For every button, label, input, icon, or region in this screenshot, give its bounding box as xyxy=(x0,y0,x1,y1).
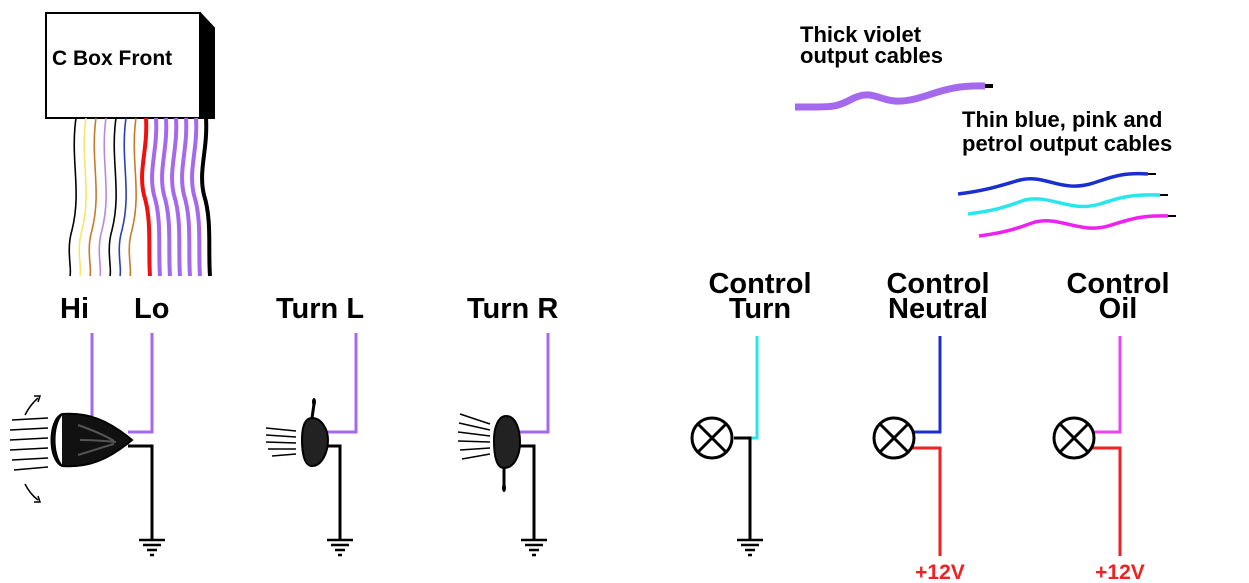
turn-right-circuit xyxy=(457,333,550,557)
label-oil-supply: +12V xyxy=(1095,561,1145,583)
legend-thick-violet: Thick violet output cables xyxy=(794,22,993,111)
c-box-thin-wire xyxy=(108,117,117,277)
legend-thick-line2: output cables xyxy=(800,43,943,68)
turn-left-lamp-icon xyxy=(265,398,330,468)
legend-thin-cable-blue xyxy=(957,171,1149,196)
c-box-thick-wire xyxy=(150,117,162,277)
control-turn-ground-wire xyxy=(734,436,752,540)
turn-left-ground-wire xyxy=(326,444,342,540)
circuit-labels: Hi Lo Turn L Turn R Control Turn Control… xyxy=(60,268,1170,583)
label-control-neutral-1: Control xyxy=(886,268,989,300)
c-box: C Box Front xyxy=(45,12,215,119)
legend-thick-line1: Thick violet xyxy=(800,22,922,47)
headlight-icon xyxy=(9,395,134,503)
turn-right-lamp-icon xyxy=(457,413,522,492)
control-neutral-lamp-icon xyxy=(872,416,916,460)
turn-left-ground-icon xyxy=(325,538,355,557)
headlight-lo-wire xyxy=(128,333,154,434)
turn-left-circuit xyxy=(265,333,358,557)
label-control-neutral-2: Neutral xyxy=(888,293,988,325)
headlight-circuit xyxy=(9,333,167,557)
control-turn-circuit xyxy=(690,336,765,557)
c-box-thin-wire xyxy=(88,117,97,277)
c-box-thin-wire xyxy=(78,117,87,277)
c-box-thick-wire xyxy=(190,117,202,277)
legend-thin-cable-cyan xyxy=(967,193,1161,216)
control-neutral-supply-wire xyxy=(912,446,942,556)
headlight-ground-wire xyxy=(128,444,154,540)
legend-thin-cables: Thin blue, pink and petrol output cables xyxy=(957,107,1176,238)
turn-right-ground-wire xyxy=(518,444,536,540)
c-box-thin-wire xyxy=(118,117,127,277)
c-box-thick-wire xyxy=(160,117,172,277)
control-oil-supply-wire xyxy=(1092,446,1122,556)
c-box-thin-wire xyxy=(128,117,137,277)
c-box-thick-wire xyxy=(180,117,192,277)
c-box-thin-wire xyxy=(98,117,107,277)
control-turn-lamp-icon xyxy=(690,416,734,460)
c-box-thick-wire xyxy=(140,117,152,277)
turn-left-signal-wire xyxy=(326,333,358,434)
legend-thick-cable xyxy=(794,82,986,111)
label-control-turn-2: Turn xyxy=(729,293,791,325)
legend-thin-line1: Thin blue, pink and xyxy=(962,107,1162,132)
label-control-oil-2: Oil xyxy=(1099,293,1138,325)
control-turn-signal-wire xyxy=(734,336,759,440)
headlight-ground-icon xyxy=(137,538,167,557)
label-turn-r: Turn R xyxy=(467,293,558,325)
c-box-label: C Box Front xyxy=(52,47,172,70)
label-control-turn-1: Control xyxy=(708,268,811,300)
legend-thin-line2: petrol output cables xyxy=(962,131,1172,156)
c-box-thin-wire xyxy=(68,117,77,277)
label-neutral-supply: +12V xyxy=(915,561,965,583)
legend-thin-cable-pink xyxy=(978,214,1169,238)
control-oil-lamp-icon xyxy=(1052,416,1096,460)
label-lo: Lo xyxy=(134,293,169,325)
label-hi: Hi xyxy=(60,293,89,325)
control-neutral-signal-wire xyxy=(912,336,942,434)
control-turn-ground-icon xyxy=(735,538,765,557)
c-box-thick-wire xyxy=(200,117,212,277)
c-box-thick-wire xyxy=(170,117,182,277)
control-oil-circuit xyxy=(1052,336,1122,556)
control-oil-signal-wire xyxy=(1092,336,1122,434)
c-box-wire-bundle xyxy=(68,117,212,277)
label-turn-l: Turn L xyxy=(276,293,364,325)
turn-right-signal-wire xyxy=(518,333,550,434)
turn-right-ground-icon xyxy=(519,538,549,557)
label-control-oil-1: Control xyxy=(1066,268,1169,300)
control-neutral-circuit xyxy=(872,336,942,556)
